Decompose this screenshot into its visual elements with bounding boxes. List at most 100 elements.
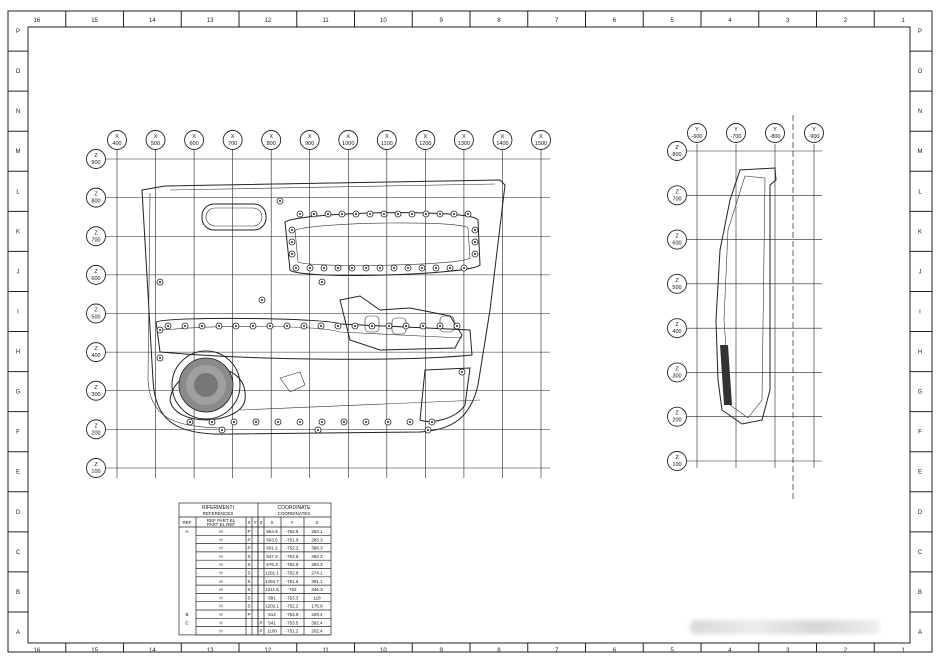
bubble-value: -800 bbox=[769, 134, 780, 140]
bubble-value: 400 bbox=[672, 329, 681, 335]
table-cell-y: -753.6 bbox=[286, 554, 299, 559]
section-z-bubble bbox=[667, 362, 687, 383]
x-coordinate-bubble bbox=[376, 130, 397, 150]
fastener-centre bbox=[159, 357, 161, 359]
bubble-value: 600 bbox=[91, 276, 100, 282]
fastener-centre bbox=[439, 325, 441, 327]
section-z-bubble bbox=[667, 406, 687, 427]
row-label-right: B bbox=[918, 590, 922, 596]
table-cell-x: 514 bbox=[268, 612, 276, 617]
fastener-centre bbox=[255, 421, 257, 423]
fastener-centre bbox=[327, 213, 329, 215]
fastener-centre bbox=[252, 325, 254, 327]
fastener-centre bbox=[351, 267, 353, 269]
bubble-value: 700 bbox=[672, 196, 681, 202]
column-label-top: 8 bbox=[497, 18, 501, 24]
fastener-centre bbox=[337, 325, 339, 327]
table-cell-flag-x: S bbox=[247, 554, 250, 559]
fastener-centre bbox=[431, 421, 433, 423]
table-cell-flag-z: P bbox=[259, 620, 262, 625]
table-cell-z: 284.3 bbox=[311, 562, 323, 567]
fastener-points bbox=[156, 197, 479, 434]
bubble-axis: Z bbox=[94, 269, 98, 275]
bubble-axis: Z bbox=[675, 278, 679, 284]
column-label-top: 9 bbox=[439, 18, 443, 24]
x-coordinate-bubble bbox=[107, 130, 127, 150]
door-section-profile bbox=[715, 167, 777, 425]
fastener-centre bbox=[303, 325, 305, 327]
fastener-centre bbox=[383, 213, 385, 215]
table-cell-y: -752 bbox=[287, 587, 297, 592]
reference-coordinate-table: RIFERIMENTIREFERENCESCOORDINATECOORDINAT… bbox=[178, 502, 332, 636]
fastener-centre bbox=[167, 325, 169, 327]
table-col-z-flag: Z bbox=[260, 520, 263, 525]
bubble-value: 100 bbox=[91, 469, 100, 475]
bubble-axis: X bbox=[115, 134, 119, 140]
table-cell-z: 118 bbox=[313, 595, 321, 600]
table-cell-flag-x: S bbox=[247, 571, 250, 576]
fastener-centre bbox=[277, 421, 279, 423]
bubble-axis: Z bbox=[94, 346, 98, 352]
table-cell-x: 563.5 bbox=[266, 537, 278, 542]
bubble-axis: X bbox=[385, 134, 389, 140]
table-cell-x: 547.3 bbox=[266, 554, 278, 559]
bubble-axis: Z bbox=[94, 385, 98, 391]
row-label-right: L bbox=[918, 189, 922, 195]
fastener-centre bbox=[467, 213, 469, 215]
fastener-centre bbox=[427, 429, 429, 431]
table-cell-y: -752.2 bbox=[286, 604, 299, 609]
x-coordinate-bubble bbox=[299, 130, 320, 150]
table-col-x-flag: X bbox=[247, 520, 250, 525]
x-coordinate-bubble bbox=[453, 130, 474, 150]
bubble-value: 600 bbox=[672, 241, 681, 247]
bubble-axis: Z bbox=[94, 462, 98, 468]
fastener-centre bbox=[407, 267, 409, 269]
x-coordinate-bubble bbox=[222, 130, 243, 150]
row-label-right: P bbox=[918, 29, 922, 35]
bubble-axis: X bbox=[462, 134, 466, 140]
bubble-value: 500 bbox=[151, 141, 160, 147]
bubble-axis: Z bbox=[675, 366, 679, 372]
bubble-value: 900 bbox=[91, 160, 100, 166]
bubble-axis: X bbox=[192, 134, 196, 140]
fastener-centre bbox=[354, 325, 356, 327]
column-label-top: 12 bbox=[265, 18, 272, 24]
row-label-left: L bbox=[16, 189, 20, 195]
row-label-right: N bbox=[918, 109, 922, 115]
fastener-centre bbox=[461, 371, 463, 373]
fastener-centre bbox=[211, 421, 213, 423]
bubble-value: 400 bbox=[112, 141, 121, 147]
y-coordinate-bubble bbox=[765, 123, 785, 143]
column-label-top: 14 bbox=[149, 18, 156, 24]
row-label-left: P bbox=[16, 29, 20, 35]
column-label-top: 7 bbox=[555, 18, 559, 24]
table-col-x: X bbox=[270, 520, 273, 525]
bubble-axis: X bbox=[501, 134, 505, 140]
bubble-axis: Y bbox=[695, 127, 699, 133]
row-label-left: F bbox=[16, 430, 20, 436]
bubble-value: 100 bbox=[672, 462, 681, 468]
table-col-y-flag: Y bbox=[253, 520, 256, 525]
fastener-centre bbox=[233, 421, 235, 423]
fastener-centre bbox=[453, 213, 455, 215]
row-label-left: H bbox=[16, 350, 20, 356]
table-col-y: Y bbox=[290, 520, 293, 525]
table-cell-y: -753.9 bbox=[286, 612, 299, 617]
table-cell-x: 1100 bbox=[267, 629, 277, 634]
bubble-axis: Z bbox=[94, 308, 98, 314]
row-label-left: M bbox=[16, 149, 21, 155]
column-label-bottom: 7 bbox=[555, 648, 559, 654]
x-coordinate-bubble bbox=[338, 130, 359, 150]
table-cell-y: -752.9 bbox=[286, 529, 299, 534]
bubble-value: 900 bbox=[305, 141, 314, 147]
table-col-z: Z bbox=[316, 520, 319, 525]
table-cell-part: H bbox=[219, 537, 222, 542]
column-label-top: 2 bbox=[844, 18, 848, 24]
table-cell-y: -752.8 bbox=[286, 571, 299, 576]
z-coordinate-bubble bbox=[86, 303, 106, 324]
column-label-bottom: 5 bbox=[670, 648, 674, 654]
fastener-centre bbox=[393, 267, 395, 269]
row-label-right: A bbox=[918, 630, 922, 636]
fastener-centre bbox=[291, 253, 293, 255]
section-z-bubble bbox=[667, 318, 687, 339]
